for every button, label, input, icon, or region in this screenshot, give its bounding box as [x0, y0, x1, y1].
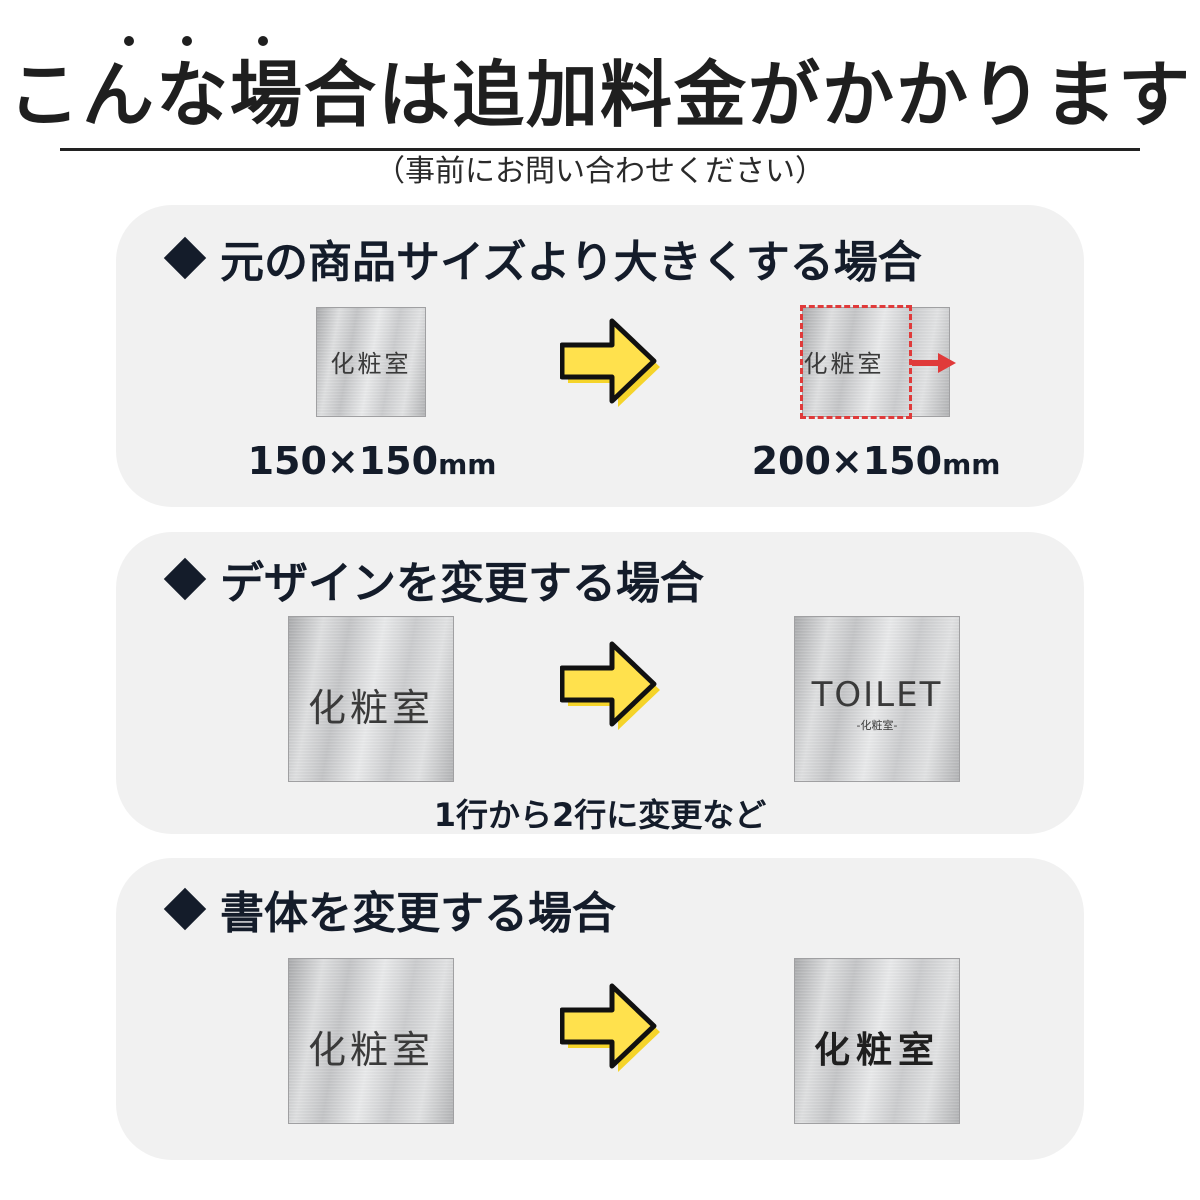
emphasis-dots [118, 36, 288, 48]
diamond-bullet-icon [163, 887, 207, 931]
section-heading-text: 書体を変更する場合 [220, 888, 616, 939]
diamond-bullet-icon [163, 557, 207, 601]
plate-text: 化粧室 [813, 1029, 940, 1071]
title-divider [60, 148, 1140, 151]
diamond-bullet-icon [163, 236, 207, 280]
size-unit: mm [438, 448, 497, 481]
section-design-change: デザインを変更する場合 化粧室 TOILET -化粧室- 1行から2行に変更など [116, 532, 1084, 834]
plate-text: 化粧室 [803, 350, 885, 378]
size-unit: mm [942, 448, 1001, 481]
plate-text: TOILET [811, 675, 943, 715]
plate-before: 化粧室 [288, 616, 454, 782]
page-title: こんな場合は追加料金がかかります [7, 53, 1192, 137]
section-heading: デザインを変更する場合 [160, 556, 704, 612]
section-heading: 書体を変更する場合 [160, 886, 616, 942]
plate-text: 化粧室 [330, 350, 412, 378]
red-right-arrow-icon [912, 353, 956, 373]
plate-after: TOILET -化粧室- [794, 616, 960, 782]
plate-subtext: -化粧室- [856, 719, 898, 732]
plate-text: 化粧室 [307, 1028, 434, 1072]
size-label-after: 200×150mm [736, 439, 1016, 483]
yellow-right-arrow-icon [560, 983, 660, 1072]
section-font-change: 書体を変更する場合 化粧室 化粧室 [116, 858, 1084, 1160]
plate-text: 化粧室 [307, 686, 434, 730]
section-heading-text: デザインを変更する場合 [220, 558, 704, 609]
header: こんな場合は追加料金がかかります [0, 28, 1200, 138]
size-value: 150×150 [247, 439, 439, 483]
section-note: 1行から2行に変更など [433, 796, 767, 834]
size-value: 200×150 [751, 439, 943, 483]
size-label-before: 150×150mm [232, 439, 512, 483]
page-subtitle: （事前にお問い合わせください） [375, 154, 825, 189]
section-heading-text: 元の商品サイズより大きくする場合 [220, 237, 922, 288]
yellow-right-arrow-icon [560, 318, 660, 407]
section-heading: 元の商品サイズより大きくする場合 [160, 235, 922, 291]
plate-after: 化粧室 [794, 958, 960, 1124]
section-size-change: 元の商品サイズより大きくする場合 化粧室 150×150mm 化粧室 200×1… [116, 205, 1084, 507]
plate-before: 化粧室 [288, 958, 454, 1124]
original-size-outline [800, 305, 912, 419]
yellow-right-arrow-icon [560, 641, 660, 730]
plate-before: 化粧室 [316, 307, 426, 417]
